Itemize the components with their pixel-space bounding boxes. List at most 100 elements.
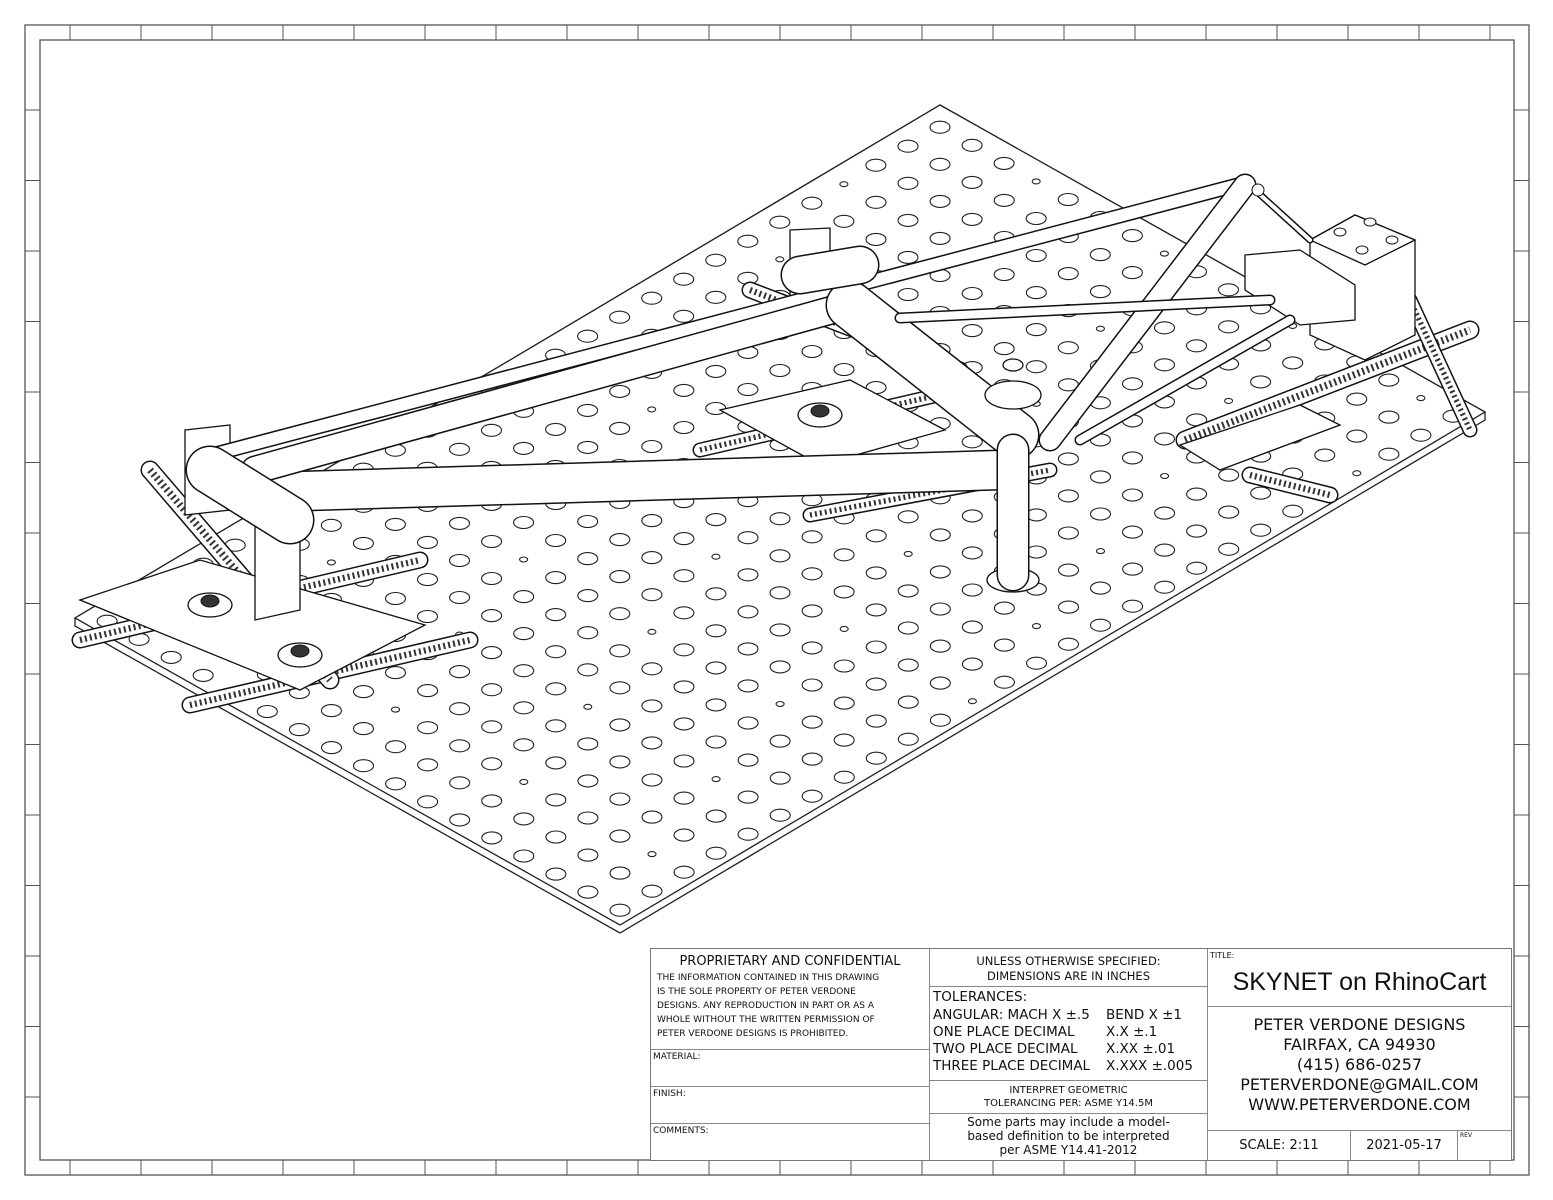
column-hole	[1385, 235, 1399, 245]
plate-hole	[705, 735, 727, 749]
plate-hole	[1089, 248, 1111, 262]
plate-hole	[1218, 320, 1240, 334]
plate-hole	[673, 606, 695, 620]
plate-hole	[673, 532, 695, 546]
units-note: UNLESS OTHERWISE SPECIFIED: DIMENSIONS A…	[930, 949, 1208, 987]
plate-hole	[993, 675, 1015, 689]
plate-hole	[801, 604, 823, 618]
plate-hole	[513, 812, 535, 826]
plate-hole	[384, 666, 407, 680]
plate-hole	[320, 704, 342, 718]
plate-hole	[647, 406, 657, 413]
plate-hole	[673, 754, 695, 768]
plate-hole	[641, 588, 663, 602]
plate-hole	[1025, 360, 1047, 374]
plate-hole	[545, 571, 567, 585]
scale-cell: SCALE: 2:11	[1208, 1131, 1351, 1160]
plate-hole	[1410, 428, 1432, 442]
plate-hole	[865, 529, 887, 543]
proprietary-line: THE INFORMATION CONTAINED IN THIS DRAWIN…	[657, 973, 880, 983]
tolerance-value: X.XX ±.01	[1106, 1041, 1176, 1057]
plate-hole	[577, 589, 599, 603]
plate-hole	[449, 665, 471, 679]
plate-hole	[1159, 250, 1169, 257]
plate-hole	[417, 795, 439, 809]
plate-hole	[833, 362, 855, 377]
plate-hole	[833, 770, 855, 784]
plate-hole	[577, 885, 599, 899]
plate-hole	[769, 808, 791, 822]
plate-hole	[737, 753, 759, 767]
plate-hole	[577, 626, 599, 640]
plate-hole	[897, 732, 919, 746]
mbd-line: Some parts may include a model-	[967, 1115, 1170, 1129]
plate-hole	[929, 713, 951, 727]
plate-hole	[833, 548, 855, 562]
plate-hole	[545, 645, 567, 659]
plate-hole	[1025, 286, 1047, 300]
plate-hole	[673, 383, 695, 397]
plate-hole	[641, 551, 663, 565]
plate-hole	[865, 640, 887, 654]
plate-hole	[705, 253, 727, 267]
plate-hole	[1352, 470, 1362, 477]
proprietary-line: WHOLE WITHOUT THE WRITTEN PERMISSION OF	[657, 1015, 875, 1025]
plate-hole	[481, 794, 503, 808]
plate-hole	[352, 759, 375, 773]
plate-hole	[609, 384, 631, 398]
tolerance-label: THREE PLACE DECIMAL	[933, 1058, 1091, 1074]
company-email: PETERVERDONE@GMAIL.COM	[1240, 1075, 1479, 1094]
column-top	[1308, 214, 1417, 266]
plate-hole	[1025, 323, 1047, 337]
geometric-note: INTERPRET GEOMETRIC TOLERANCING PER: ASM…	[930, 1081, 1208, 1114]
plate-hole	[673, 828, 695, 842]
plate-hole	[1154, 580, 1176, 594]
plate-hole	[641, 736, 663, 750]
plate-hole	[1218, 542, 1240, 556]
plate-hole	[1217, 283, 1240, 297]
rear-axle-cylinder	[187, 447, 313, 543]
plate-hole	[1089, 618, 1112, 632]
plate-hole	[1346, 429, 1368, 443]
plate-hole	[1186, 561, 1208, 575]
plate-hole	[609, 533, 631, 547]
tolerance-label: ANGULAR: MACH X ±.5	[933, 1007, 1090, 1023]
plate-hole	[577, 329, 599, 343]
plate-hole	[384, 591, 407, 606]
plate-hole	[769, 623, 791, 637]
plate-hole	[897, 695, 919, 709]
tolerance-value: X.X ±.1	[1106, 1024, 1158, 1040]
plate-hole	[1153, 358, 1176, 372]
column-hole	[1355, 245, 1369, 255]
tolerance-label: TWO PLACE DECIMAL	[933, 1041, 1078, 1057]
plate-hole	[449, 776, 471, 790]
plate-hole	[961, 212, 983, 226]
plate-hole	[961, 324, 983, 338]
lever-handle	[1253, 188, 1312, 242]
plate-hole	[769, 363, 791, 378]
plate-hole	[737, 642, 759, 656]
plate-hole	[673, 791, 695, 805]
mbd-line: per ASME Y14.41-2012	[999, 1143, 1138, 1157]
plate-hole	[705, 809, 727, 823]
plate-hole	[737, 568, 759, 582]
plate-hole	[705, 401, 727, 416]
plate-hole	[1153, 432, 1176, 446]
plate-hole	[839, 625, 849, 632]
plate-hole	[1250, 375, 1272, 389]
plate-hole	[929, 231, 951, 245]
plate-hole	[1314, 448, 1336, 462]
material-label: MATERIAL:	[653, 1052, 701, 1062]
plate-hole	[1121, 266, 1143, 280]
plate-hole	[577, 663, 599, 677]
plate-hole	[1025, 656, 1048, 670]
date-cell: 2021-05-17	[1351, 1131, 1458, 1160]
plate-hole	[961, 620, 983, 634]
plate-hole	[833, 733, 855, 747]
plate-hole	[609, 570, 631, 584]
plate-hole	[1057, 192, 1079, 207]
plate-hole	[769, 586, 791, 600]
plate-hole	[705, 587, 727, 601]
plate-hole	[641, 291, 663, 305]
clamp-knob-center	[200, 594, 220, 608]
